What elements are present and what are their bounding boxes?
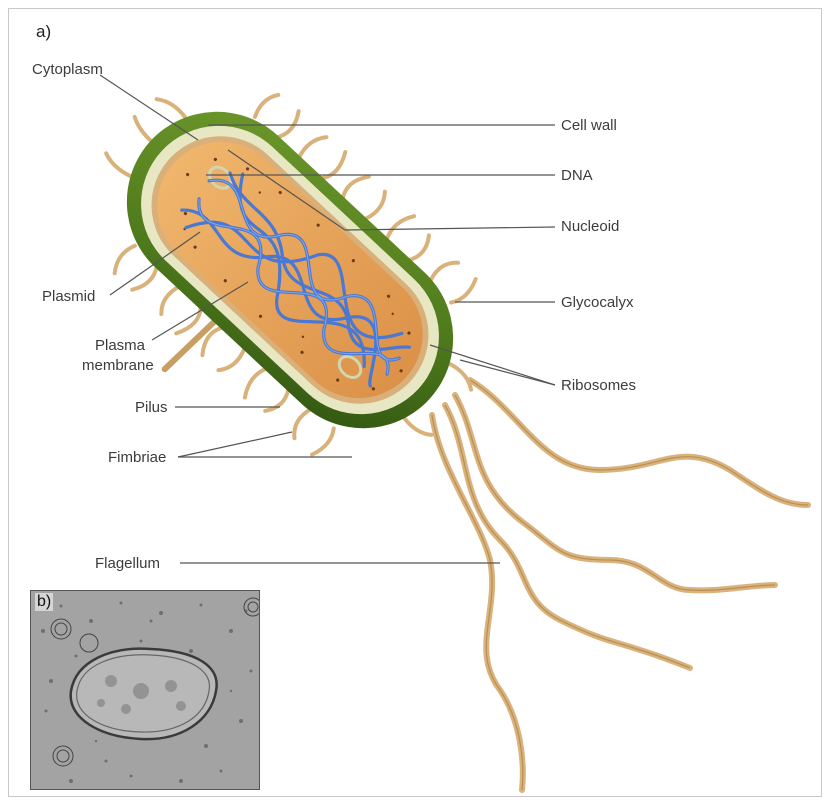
label-pilus: Pilus bbox=[135, 399, 168, 416]
label-cytoplasm: Cytoplasm bbox=[32, 61, 103, 78]
label-dna: DNA bbox=[561, 167, 593, 184]
leader-cytoplasm bbox=[100, 75, 198, 140]
flagellum-4 bbox=[432, 415, 523, 790]
label-glycocalyx: Glycocalyx bbox=[561, 294, 634, 311]
label-nucleoid: Nucleoid bbox=[561, 218, 619, 235]
panel-b-letter: b) bbox=[35, 593, 53, 611]
label-ribosomes: Ribosomes bbox=[561, 377, 636, 394]
flagellum-2 bbox=[455, 395, 775, 590]
label-flagellum: Flagellum bbox=[95, 555, 160, 572]
flagella bbox=[432, 380, 808, 790]
label-plasma-line1: Plasma bbox=[95, 337, 145, 354]
label-cell-wall: Cell wall bbox=[561, 117, 617, 134]
label-fimbriae: Fimbriae bbox=[108, 449, 166, 466]
electron-micrograph: b) bbox=[30, 590, 260, 790]
leader-fimbriae-a bbox=[178, 432, 292, 457]
panel-a-letter: a) bbox=[36, 22, 51, 42]
label-plasma-line2: membrane bbox=[82, 357, 154, 374]
flagellum-1 bbox=[470, 380, 808, 505]
micrograph-image bbox=[31, 591, 260, 790]
label-plasmid: Plasmid bbox=[42, 288, 95, 305]
